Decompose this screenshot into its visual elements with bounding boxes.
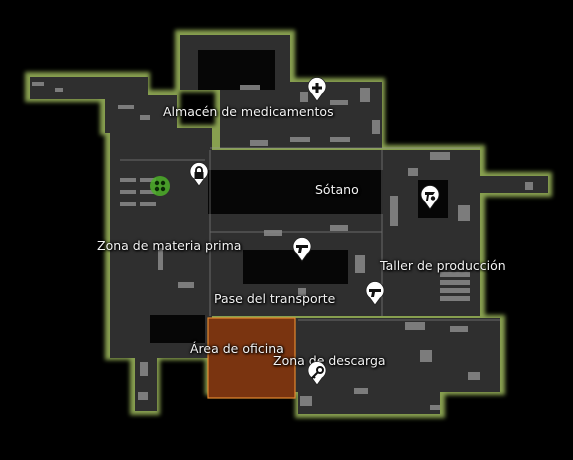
weapon-crate-icon[interactable]	[418, 185, 442, 210]
medical-cross-icon[interactable]	[305, 77, 329, 102]
squad-icon[interactable]	[148, 174, 172, 198]
pistol-icon[interactable]	[363, 281, 387, 306]
label-production-workshop: Taller de producción	[380, 258, 506, 273]
label-medical-storage: Almacén de medicamentos	[163, 104, 334, 119]
label-office-area: Área de oficina	[190, 341, 284, 356]
pistol-icon[interactable]	[290, 237, 314, 262]
map-inner-voids	[150, 50, 448, 343]
label-unloading-zone: Zona de descarga	[273, 353, 386, 368]
office-zone-highlight[interactable]	[207, 317, 296, 399]
lock-icon[interactable]	[187, 162, 211, 187]
label-basement: Sótano	[315, 182, 359, 197]
key-icon[interactable]	[305, 361, 329, 386]
label-transport-pass: Pase del transporte	[214, 291, 336, 306]
map-props	[32, 82, 533, 410]
label-raw-material-zone: Zona de materia prima	[97, 238, 242, 253]
